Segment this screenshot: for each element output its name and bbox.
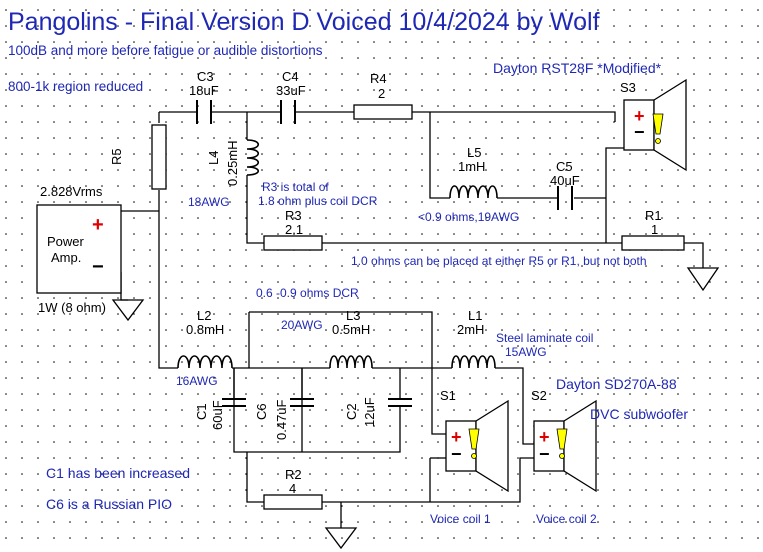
amp-voltage: 2.828Vrms (40, 184, 103, 199)
l2-awg: 16AWG (176, 374, 218, 388)
amp-minus: − (92, 256, 104, 278)
r1-name: R1 (645, 208, 662, 223)
l1-name: L1 (468, 308, 482, 323)
l1-note-1: Steel laminate coil (496, 331, 593, 345)
resistor-r4: R4 2 (353, 71, 413, 120)
resistor-r3: R3 2.1 (263, 208, 323, 251)
woofer-model: Dayton SD270A-88 (556, 376, 677, 392)
l4-awg: 18AWG (188, 195, 230, 209)
c6-name: C6 (254, 403, 269, 420)
woofer-wires (232, 311, 534, 528)
l2-value: 0.8mH (186, 322, 224, 337)
r3-name: R3 (285, 208, 302, 223)
inductor-l2: L2 0.8mH 16AWG (176, 308, 233, 388)
capacitor-c1: C1 60uF (194, 398, 246, 430)
s2-plus: + (539, 427, 550, 447)
s1-plus: + (451, 427, 462, 447)
l2-name: L2 (197, 308, 211, 323)
c1-note: C1 has been increased (46, 465, 190, 481)
resistor-r5: R5 (109, 124, 167, 190)
inductor-l1: L1 2mH Steel laminate coil 15AWG (451, 308, 593, 369)
c1-value: 60uF (210, 400, 225, 430)
resistor-r1: R1 1 (621, 208, 685, 251)
inductor-l4: L4 0.25mH 18AWG (188, 139, 260, 209)
inductor-l5: L5 1mH <0.9 ohms,19AWG (418, 145, 519, 224)
l5-value: 1mH (458, 159, 485, 174)
l1-value: 2mH (457, 322, 484, 337)
ground-symbol-woofer (324, 527, 358, 550)
l3-awg: 20AWG (281, 318, 323, 332)
c4-value: 33uF (276, 83, 306, 98)
c6-note: C6 is a Russian PIO (46, 496, 172, 512)
s1-name: S1 (440, 388, 456, 403)
capacitor-c2: C2 12uF (344, 397, 412, 427)
l1-note-2: 15AWG (505, 345, 547, 359)
c3-value: 18uF (189, 83, 219, 98)
note-line-2: 800-1k region reduced (8, 79, 143, 94)
resistor-r2: R2 4 (263, 467, 323, 510)
r4-value: 2 (378, 86, 385, 101)
amp-power: 1W (8 ohm) (38, 300, 106, 315)
capacitor-c4: C4 33uF (276, 69, 306, 124)
r1-r5-note: 1.0 ohms can be placed at either R5 or R… (351, 254, 647, 268)
s3-minus: − (634, 122, 645, 142)
s2-name: S2 (531, 388, 547, 403)
l4-value: 0.25mH (225, 140, 240, 186)
amp-label-2: Amp. (51, 250, 81, 265)
r4-name: R4 (370, 71, 387, 86)
s1-minus: − (451, 444, 462, 464)
r3-note-2: 1.8 ohm plus coil DCR (258, 194, 378, 208)
c4-name: C4 (282, 69, 299, 84)
s3-name: S3 (620, 80, 636, 95)
r2-value: 4 (289, 481, 296, 496)
inductor-l3: L3 0.5mH 20AWG (281, 308, 373, 369)
speaker-s3: + − S3 (620, 78, 687, 172)
c2-name: C2 (344, 403, 359, 420)
power-amp: 2.828Vrms Power Amp. + − 1W (8 ohm) (36, 184, 122, 315)
c6-value: 0.47uF (274, 399, 289, 440)
voice-coil-2-label: Voice coil 2 (536, 512, 597, 526)
s3-plus: + (634, 106, 645, 126)
l5-name: L5 (467, 145, 481, 160)
note-line-1: 100dB and more before fatigue or audible… (8, 43, 323, 58)
r2-name: R2 (285, 467, 302, 482)
l4-name: L4 (206, 151, 221, 165)
l3-name: L3 (346, 308, 360, 323)
capacitor-c3: C3 18uF (189, 69, 219, 124)
speaker-s1: + − S1 (440, 388, 509, 493)
r5-label: R5 (109, 148, 124, 165)
c5-name: C5 (556, 159, 573, 174)
capacitor-c6: C6 0.47uF (254, 398, 314, 440)
r1-value: 1 (651, 222, 658, 237)
woofer-type: DVC subwoofer (590, 406, 688, 422)
c1-name: C1 (194, 403, 209, 420)
amp-plus: + (92, 214, 104, 236)
l5-note: <0.9 ohms,19AWG (418, 210, 519, 224)
ground-symbol-amp (111, 299, 145, 322)
c2-value: 12uF (362, 397, 377, 427)
c5-value: 40uF (550, 173, 580, 188)
ground-symbol-tweeter (686, 267, 720, 292)
capacitor-c5: C5 40uF (550, 159, 580, 210)
s2-minus: − (539, 444, 550, 464)
amp-label-1: Power (47, 234, 85, 249)
tweeter-wires (120, 111, 704, 369)
speaker-s2: + − S2 (531, 388, 597, 493)
c3-name: C3 (197, 69, 214, 84)
voice-coil-1-label: Voice coil 1 (430, 512, 491, 526)
r3-value: 2.1 (285, 222, 303, 237)
dcr-note: 0.6 -0.9 ohms DCR (256, 286, 359, 300)
schematic-title: Pangolins - Final Version D Voiced 10/4/… (8, 8, 600, 36)
tweeter-model: Dayton RST28F *Modified* (493, 60, 662, 76)
l3-value: 0.5mH (332, 322, 370, 337)
r3-note-1: R3 is total of (262, 180, 329, 194)
